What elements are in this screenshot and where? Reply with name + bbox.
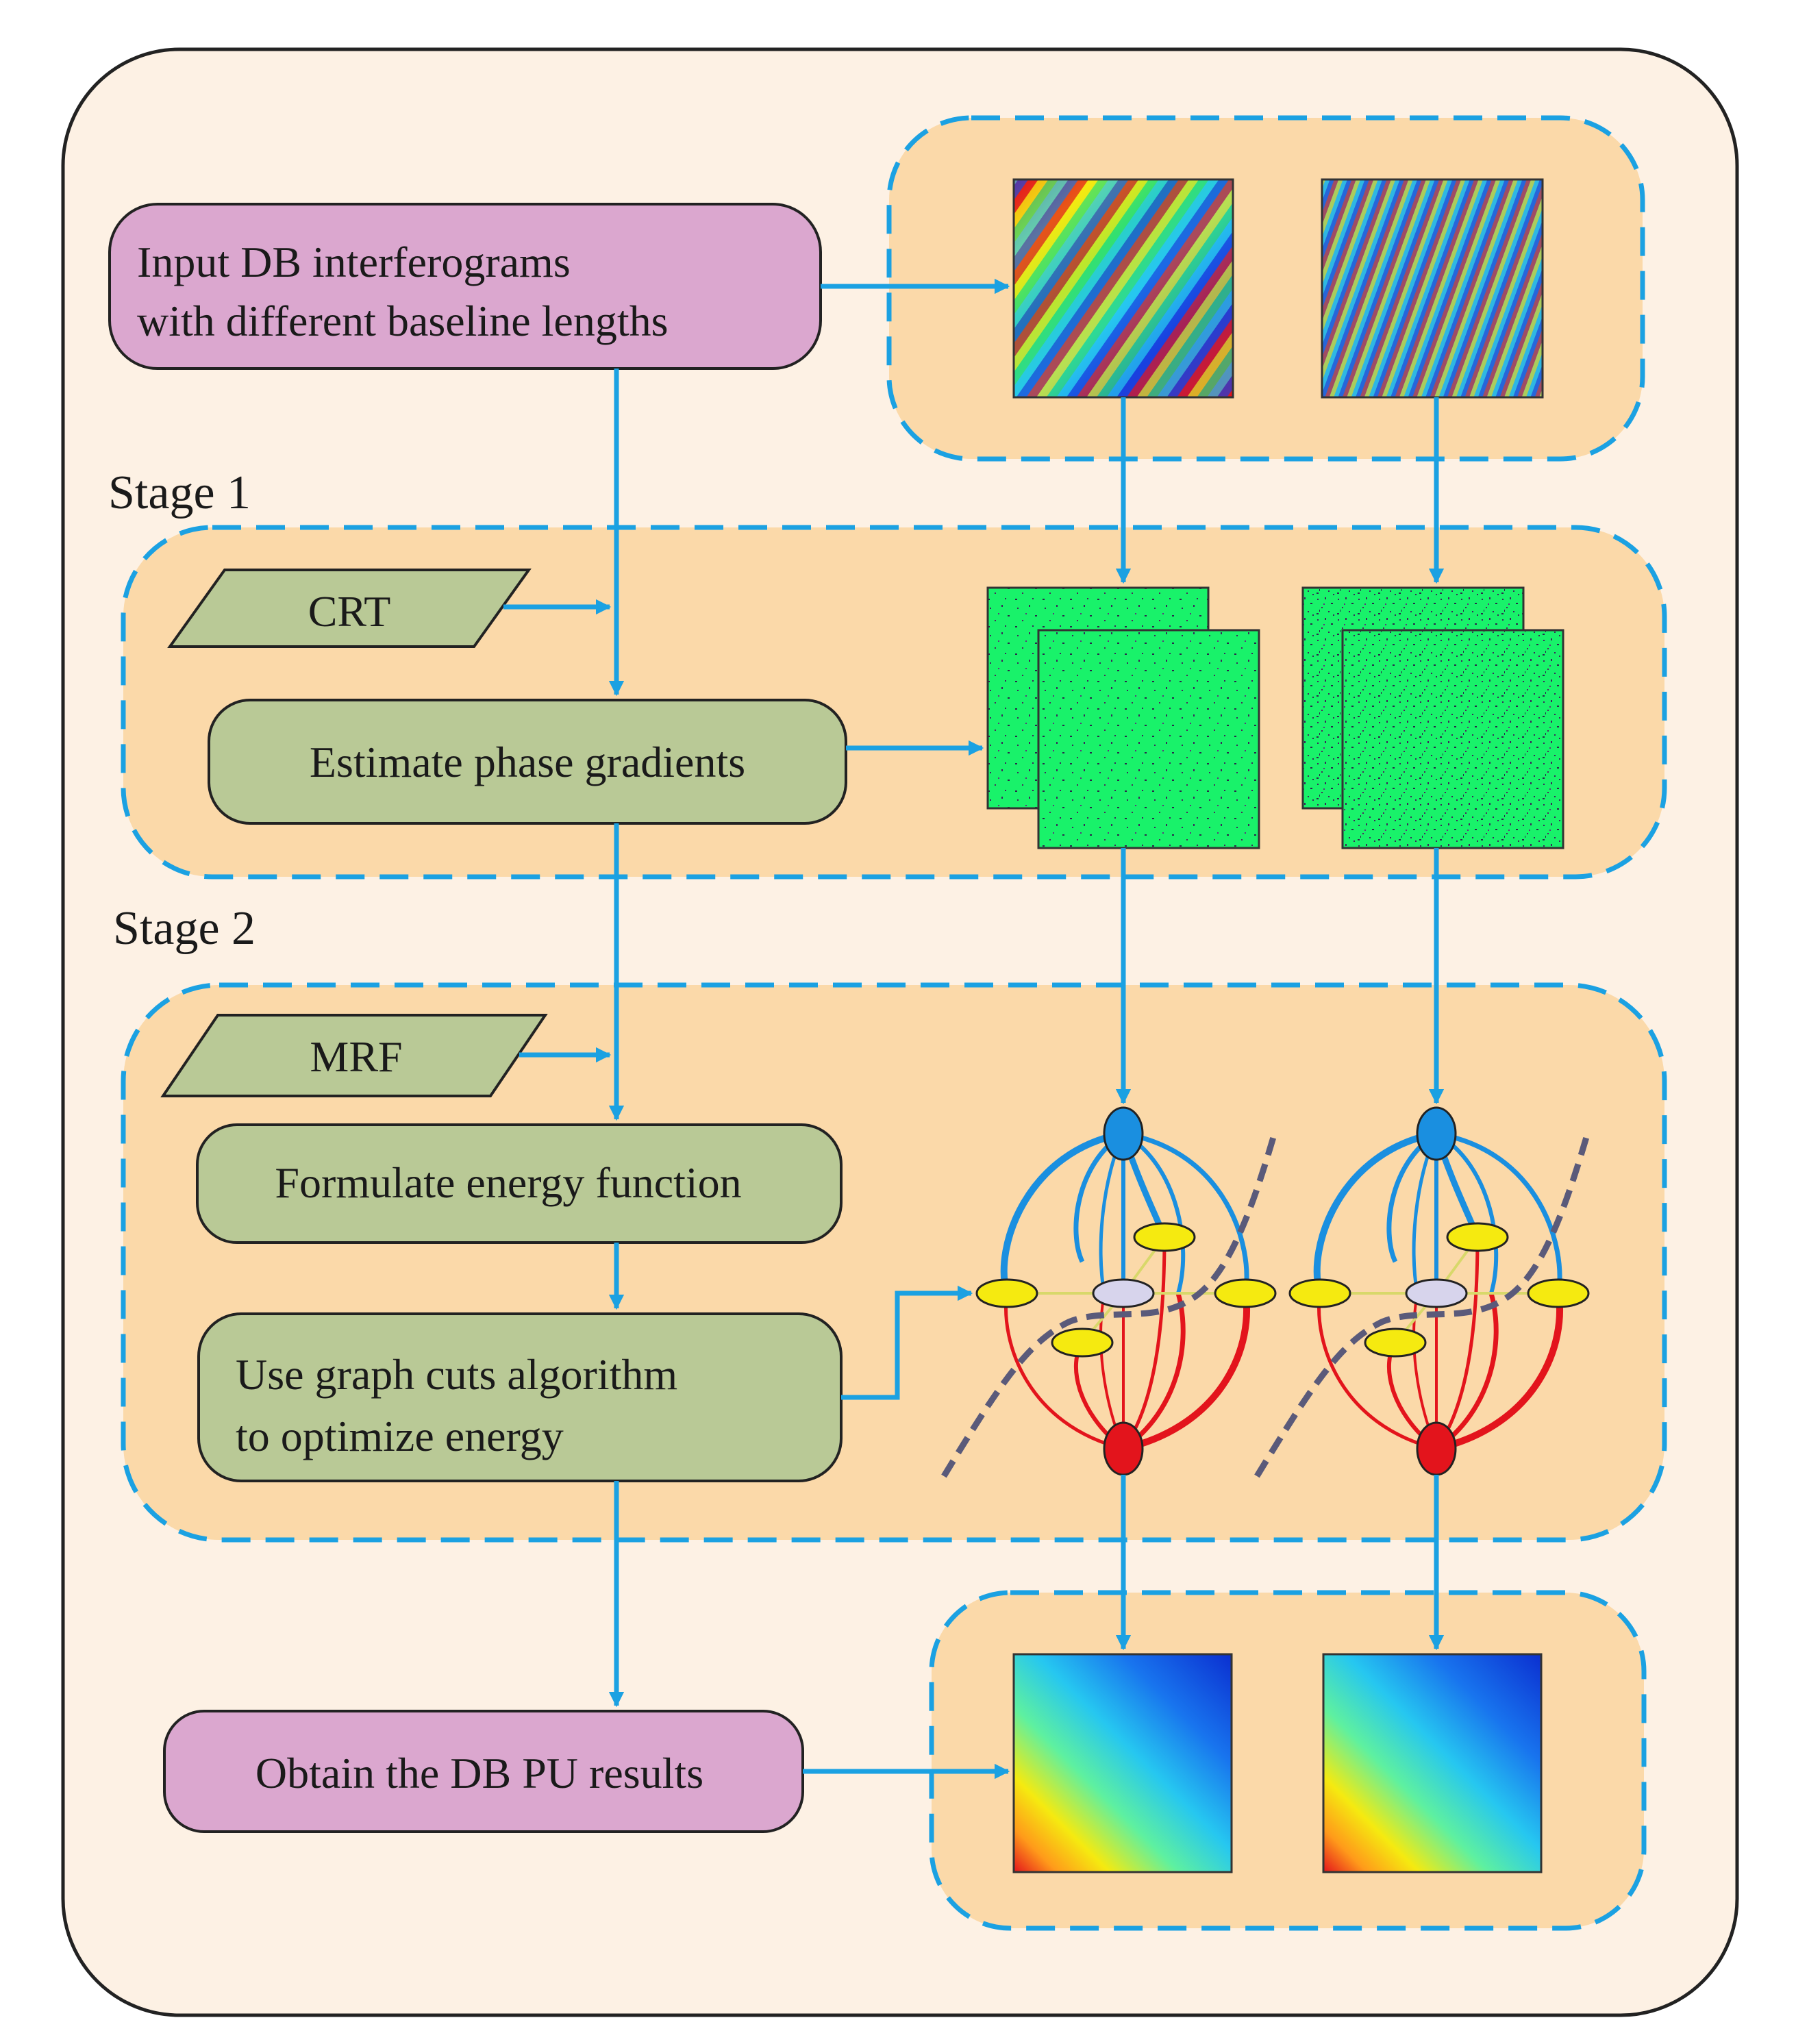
mrf-label: MRF [310, 1032, 402, 1081]
mrf-input-shape[interactable] [160, 1014, 548, 1097]
obtain-label: Obtain the DB PU results [255, 1749, 703, 1797]
graphcuts-line-1: Use graph cuts algorithm [236, 1350, 677, 1399]
estimate-box[interactable] [208, 699, 847, 825]
formulate-label: Formulate energy function [275, 1158, 741, 1207]
interferogram-image-1 [1012, 178, 1234, 399]
estimate-label: Estimate phase gradients [310, 738, 745, 786]
flow-arrows [503, 278, 1445, 1780]
stage-1-label: Stage 1 [108, 466, 251, 519]
graph-cut-network-1 [941, 1106, 1279, 1478]
graphcuts-line-2: to optimize energy [236, 1412, 564, 1460]
gradient-map-stack-2 [1301, 586, 1564, 849]
interferogram-image-2 [1321, 178, 1544, 399]
gradient-map-stack-1 [986, 586, 1260, 849]
stage-2-label: Stage 2 [113, 902, 255, 955]
crt-input-shape[interactable] [167, 569, 532, 648]
result-image-1 [1012, 1653, 1233, 1873]
input-box-line-1: Input DB interferograms [137, 238, 571, 286]
input-box-line-2: with different baseline lengths [137, 297, 669, 345]
crt-label: CRT [308, 587, 391, 636]
formulate-box[interactable] [196, 1123, 843, 1244]
result-image-2 [1322, 1653, 1543, 1873]
